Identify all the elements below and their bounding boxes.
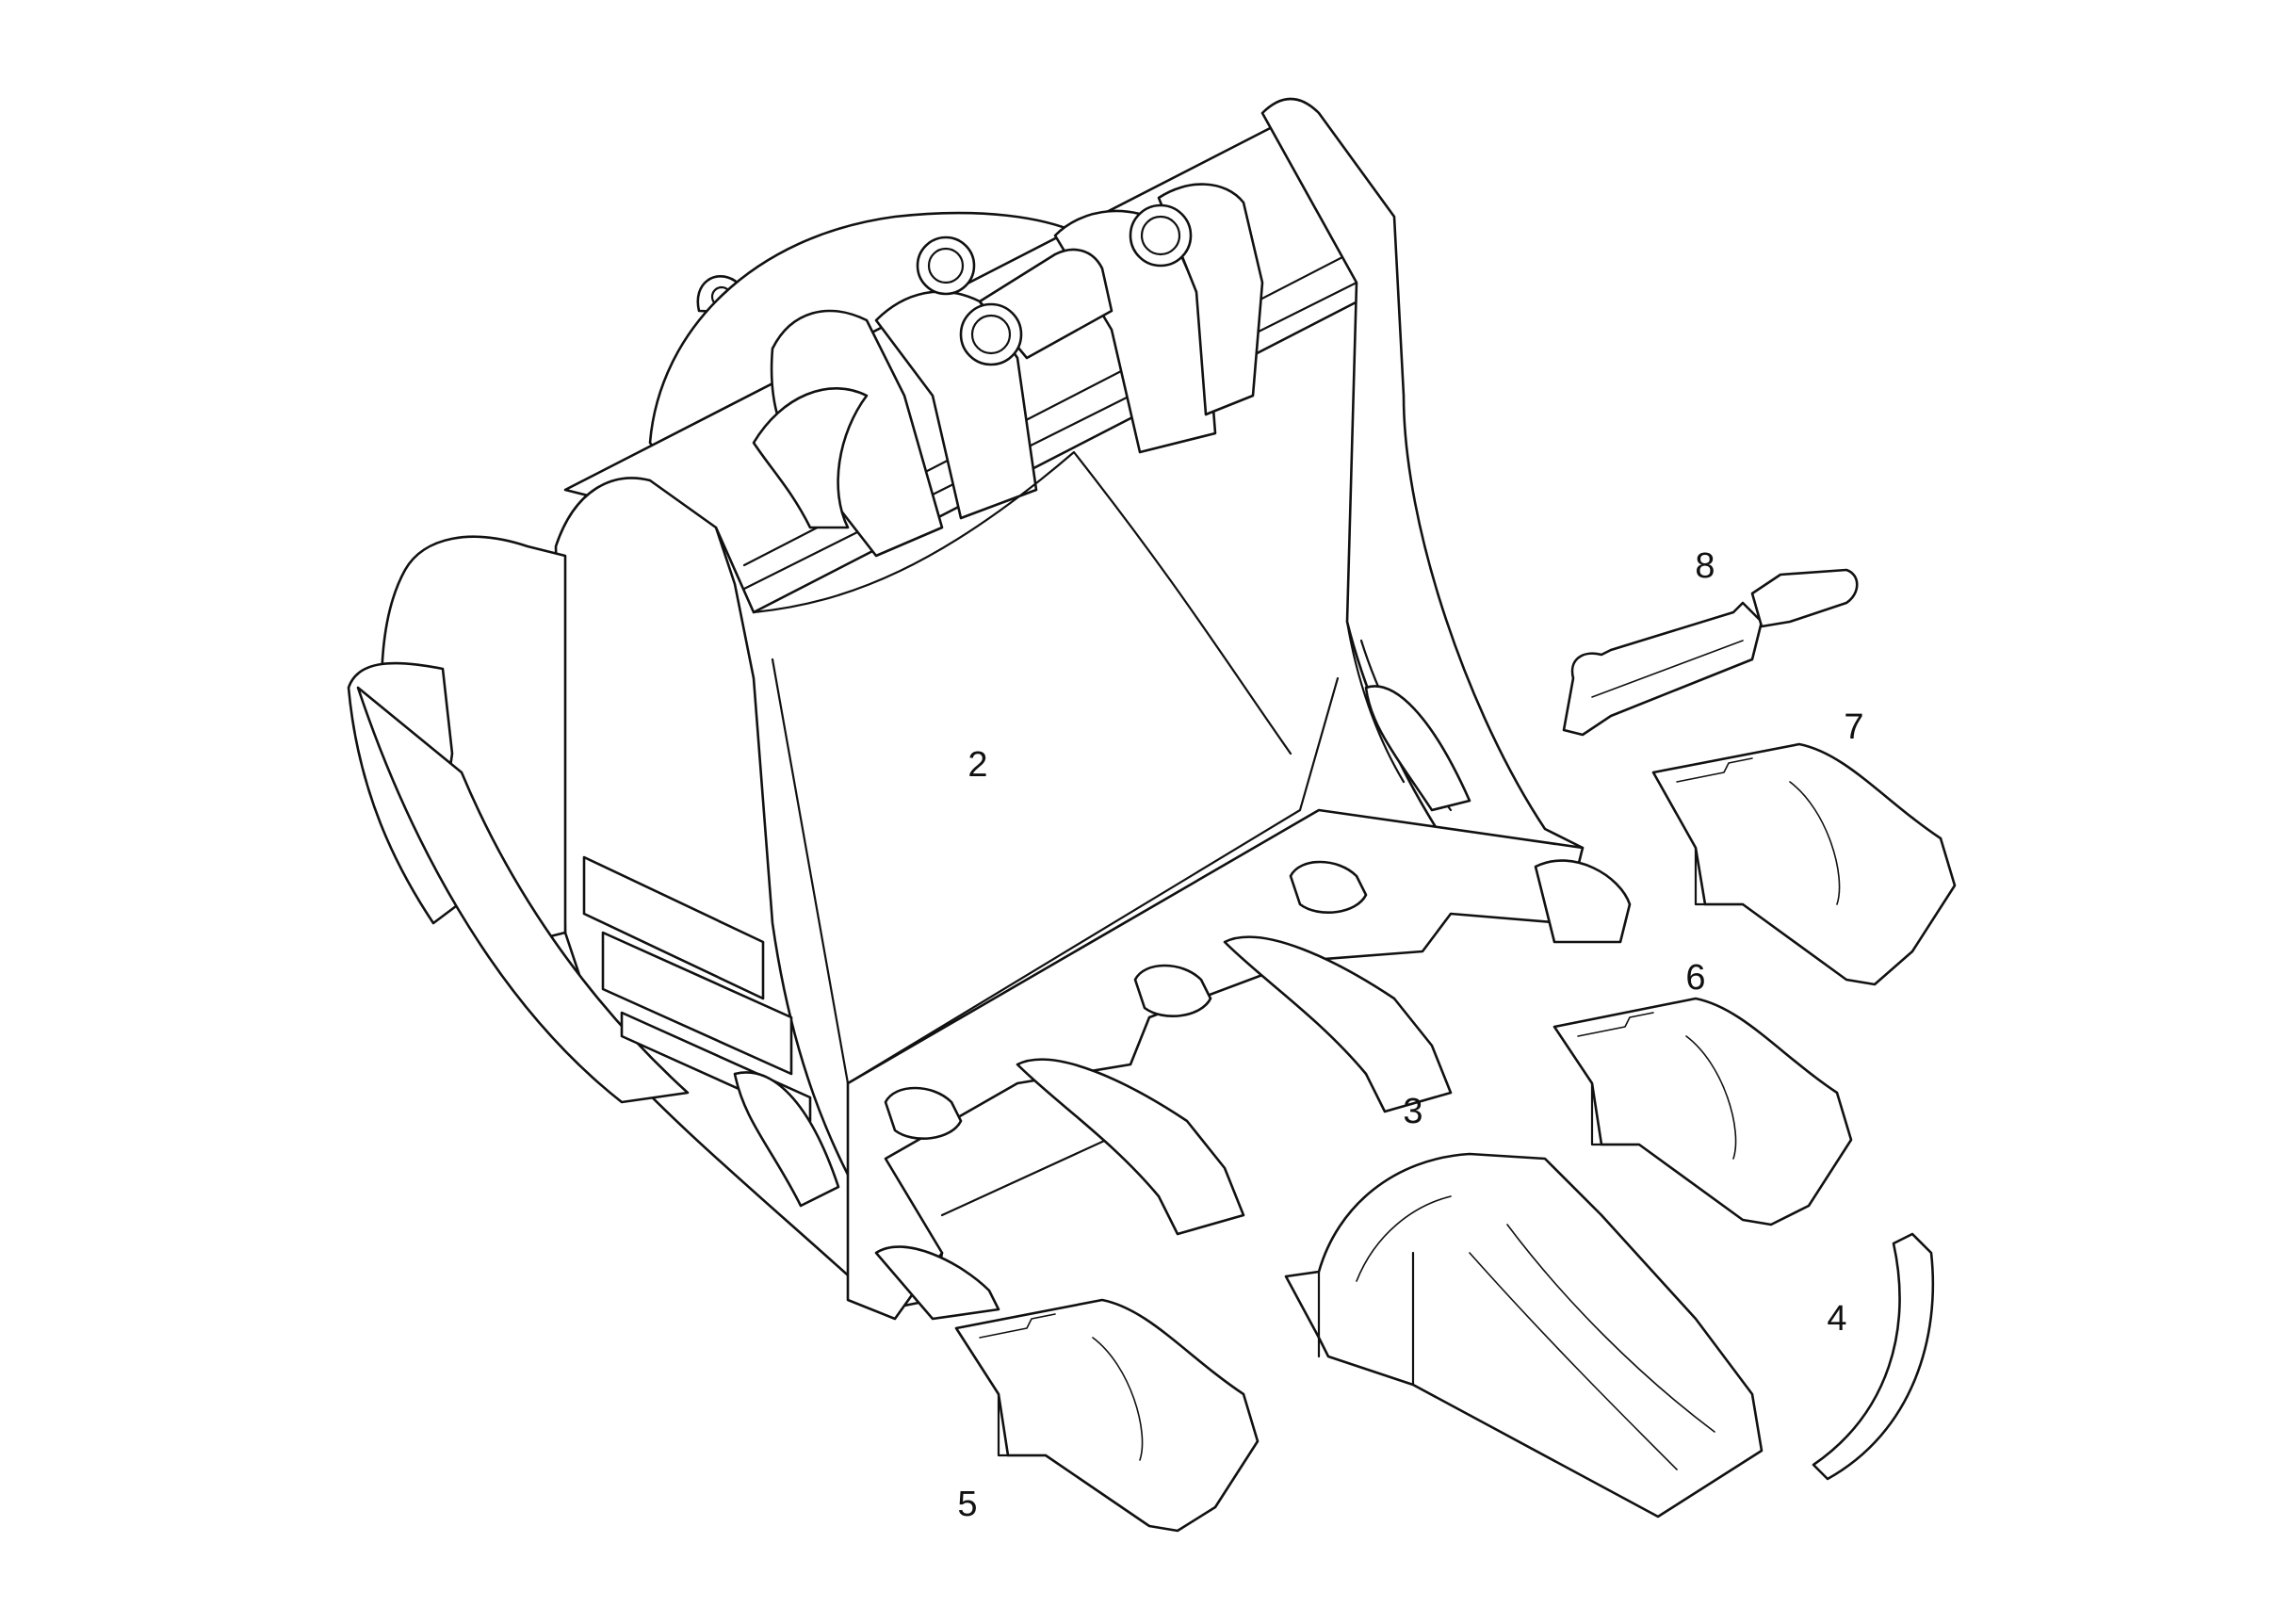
- left-wear-pad: [733, 1071, 840, 1208]
- floor-pocket-left: [884, 1086, 963, 1141]
- adapter-left: [1016, 1058, 1245, 1236]
- callout-5: 5: [957, 1485, 978, 1524]
- callout-4: 4: [1827, 1299, 1847, 1339]
- hitch-ear-left: [770, 309, 944, 558]
- part-7-tooth: [1651, 742, 1957, 986]
- bucket-assembly: [347, 97, 1632, 1321]
- pin-boss-right: [1129, 203, 1193, 268]
- floor-pocket-mid: [1133, 964, 1212, 1018]
- tooth-6-body: [1552, 997, 1853, 1226]
- pin-boss-back-left: [916, 235, 976, 296]
- segment-4-body: [1812, 1232, 1935, 1481]
- tooth-5-body: [954, 1298, 1260, 1533]
- right-wear-pad: [1364, 685, 1471, 812]
- part-5-tooth: [954, 1298, 1260, 1533]
- part-8-pin-retainer: [1562, 568, 1859, 737]
- retainer-clip: [1750, 568, 1859, 628]
- pin-boss-left: [959, 302, 1023, 366]
- hook-plate: [752, 387, 869, 529]
- floor-pocket-right: [1289, 860, 1368, 915]
- adapter-3-body: [1284, 1152, 1764, 1518]
- tooth-7-body: [1651, 742, 1957, 986]
- callout-6: 6: [1685, 958, 1706, 998]
- adapter-corner-right: [1534, 859, 1632, 944]
- callout-7: 7: [1844, 707, 1864, 747]
- part-3-adapter: [1284, 1152, 1764, 1518]
- callout-2: 2: [967, 745, 988, 785]
- callout-3: 3: [1403, 1092, 1423, 1131]
- retainer-bar: [1562, 601, 1764, 737]
- part-6-tooth: [1552, 997, 1853, 1226]
- part-4-segment: [1812, 1232, 1935, 1481]
- adapter-corner-left: [874, 1245, 1000, 1321]
- left-skirt: [356, 686, 690, 1104]
- side-wear-strip-1: [582, 855, 765, 1000]
- side-wear-strip-2: [601, 931, 793, 1076]
- adapter-mid: [1223, 935, 1453, 1113]
- callout-8: 8: [1695, 546, 1715, 586]
- left-side-plate: [554, 477, 944, 1311]
